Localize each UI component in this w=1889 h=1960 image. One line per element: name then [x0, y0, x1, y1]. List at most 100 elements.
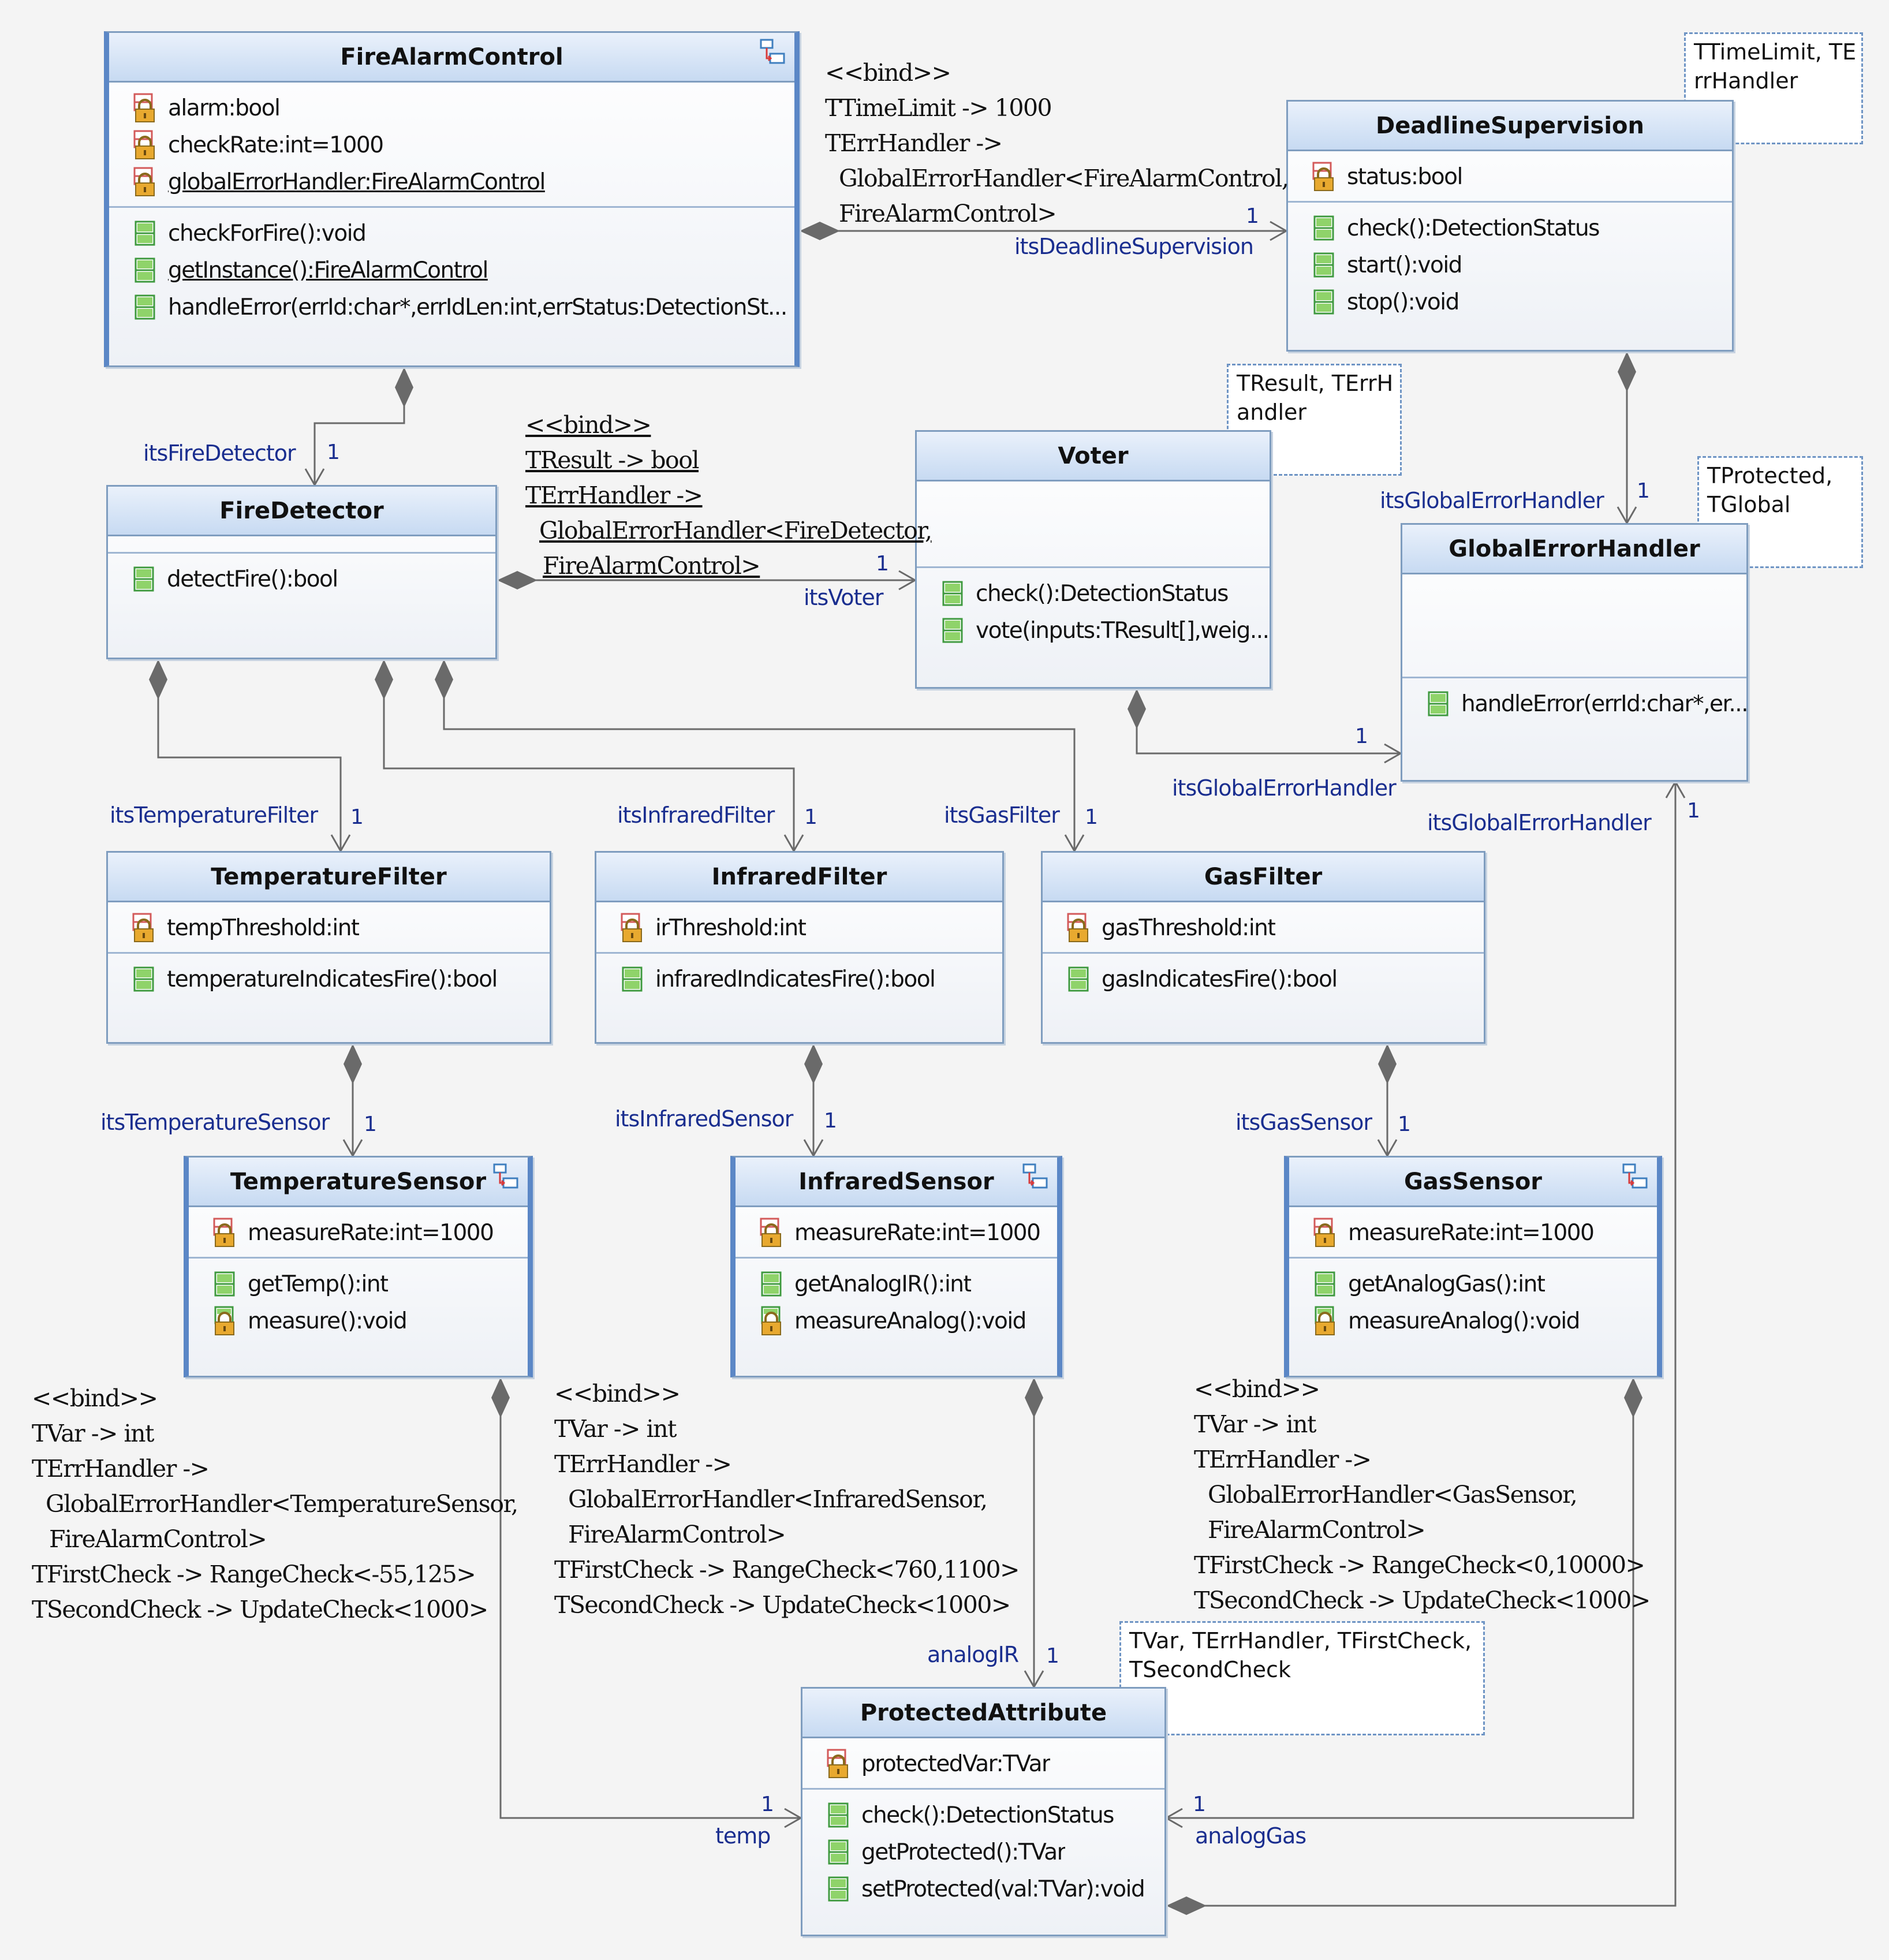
- operation-check-for-fire[interactable]: checkForFire():void: [109, 215, 794, 252]
- operation-get-protected[interactable]: getProtected():TVar: [802, 1834, 1164, 1871]
- operation-temperature-indicates-fire[interactable]: temperatureIndicatesFire():bool: [108, 961, 550, 998]
- attribute-check-rate[interactable]: checkRate:int=1000: [109, 126, 794, 163]
- operation-detect-fire[interactable]: detectFire():bool: [108, 561, 495, 598]
- multiplicity-label: 1: [327, 440, 340, 464]
- operation-measure-analog[interactable]: measureAnalog():void: [736, 1302, 1057, 1339]
- edge-is-pa: [1024, 1377, 1044, 1689]
- class-voter[interactable]: Voter check():DetectionStatus vote(input…: [915, 430, 1271, 689]
- attribute-measure-rate[interactable]: measureRate:int=1000: [736, 1214, 1057, 1251]
- role-label-its-fire-detector: itsFireDetector: [143, 440, 296, 466]
- active-class-icon: [493, 1163, 518, 1189]
- multiplicity-label: 1: [824, 1109, 837, 1133]
- operation-get-analog-gas[interactable]: getAnalogGas():int: [1289, 1265, 1657, 1302]
- navigability-arrow: [1384, 743, 1403, 764]
- edge-tf-ts: [342, 1044, 363, 1158]
- role-label-its-infrared-sensor: itsInfraredSensor: [615, 1106, 793, 1132]
- class-protected-attribute[interactable]: ProtectedAttribute protectedVar:TVar che…: [801, 1687, 1166, 1936]
- attribute-measure-rate[interactable]: measureRate:int=1000: [1289, 1214, 1657, 1251]
- operation-handle-error[interactable]: handleError(errId:char*,er...: [1402, 685, 1746, 722]
- composition-diamond: [1618, 352, 1636, 392]
- operation-start[interactable]: start():void: [1288, 247, 1732, 283]
- multiplicity-label: 1: [1637, 479, 1650, 503]
- operation-stop[interactable]: stop():void: [1288, 283, 1732, 320]
- public-operation-icon: [942, 618, 963, 643]
- attribute-gas-threshold[interactable]: gasThreshold:int: [1043, 909, 1484, 946]
- private-attribute-lock-icon: [133, 130, 155, 159]
- class-header: DeadlineSupervision: [1288, 102, 1732, 151]
- attribute-compartment: [108, 536, 495, 554]
- attribute-ir-threshold[interactable]: irThreshold:int: [596, 909, 1002, 946]
- template-params-protected-attribute: TVar, TErrHandler, TFirstCheck,TSecondCh…: [1119, 1621, 1485, 1735]
- attribute-status[interactable]: status:bool: [1288, 158, 1732, 195]
- class-header: FireDetector: [108, 487, 495, 536]
- navigability-arrow: [783, 834, 804, 853]
- class-gas-filter[interactable]: GasFilter gasThreshold:int gasIndicatesF…: [1041, 851, 1485, 1044]
- operation-get-analog-ir[interactable]: getAnalogIR():int: [736, 1265, 1057, 1302]
- attribute-protected-var[interactable]: protectedVar:TVar: [802, 1745, 1164, 1782]
- operation-vote[interactable]: vote(inputs:TResult[],weig...: [917, 612, 1270, 649]
- multiplicity-label: 1: [1046, 1644, 1059, 1668]
- class-name: InfraredFilter: [711, 863, 887, 890]
- class-global-error-handler[interactable]: GlobalErrorHandler handleError(errId:cha…: [1401, 523, 1748, 782]
- operation-check[interactable]: check():DetectionStatus: [917, 575, 1270, 612]
- navigability-arrow: [1064, 834, 1085, 853]
- attribute-compartment: protectedVar:TVar: [802, 1738, 1164, 1790]
- multiplicity-label: 1: [1085, 805, 1098, 829]
- class-temperature-sensor[interactable]: TemperatureSensor measureRate:int=1000 g…: [184, 1156, 533, 1377]
- operation-compartment: gasIndicatesFire():bool: [1043, 954, 1484, 1003]
- operation-set-protected[interactable]: setProtected(val:TVar):void: [802, 1871, 1164, 1907]
- navigability-arrow: [1377, 1139, 1398, 1158]
- operation-infrared-indicates-fire[interactable]: infraredIndicatesFire():bool: [596, 961, 1002, 998]
- class-name: InfraredSensor: [798, 1168, 994, 1195]
- class-fire-detector[interactable]: FireDetector detectFire():bool: [106, 485, 497, 659]
- public-operation-icon: [1313, 215, 1334, 241]
- public-operation-icon: [828, 1802, 849, 1828]
- operation-compartment: check():DetectionStatus vote(inputs:TRes…: [917, 568, 1270, 655]
- attribute-global-error-handler[interactable]: globalErrorHandler:FireAlarmControl: [109, 163, 794, 200]
- operation-measure-analog[interactable]: measureAnalog():void: [1289, 1302, 1657, 1339]
- private-attribute-lock-icon: [132, 913, 154, 942]
- operation-check[interactable]: check():DetectionStatus: [802, 1797, 1164, 1834]
- public-operation-icon: [622, 966, 643, 992]
- attribute-alarm[interactable]: alarm:bool: [109, 89, 794, 126]
- public-operation-icon: [1313, 252, 1334, 278]
- operation-get-temp[interactable]: getTemp():int: [189, 1265, 528, 1302]
- class-infrared-filter[interactable]: InfraredFilter irThreshold:int infraredI…: [595, 851, 1004, 1044]
- operation-handle-error[interactable]: handleError(errId:char*,errIdLen:int,err…: [109, 289, 794, 326]
- class-gas-sensor[interactable]: GasSensor measureRate:int=1000 getAnalog…: [1284, 1156, 1662, 1377]
- class-header: GasSensor: [1289, 1158, 1657, 1207]
- operation-get-instance[interactable]: getInstance():FireAlarmControl: [109, 252, 794, 289]
- composition-diamond: [149, 659, 167, 700]
- operation-check[interactable]: check():DetectionStatus: [1288, 210, 1732, 247]
- role-label-its-voter: itsVoter: [804, 585, 883, 610]
- class-deadline-supervision[interactable]: DeadlineSupervision status:bool check():…: [1286, 100, 1734, 352]
- role-label-its-global-error-handler: itsGlobalErrorHandler: [1380, 488, 1604, 513]
- navigability-arrow: [342, 1139, 363, 1158]
- role-label-temp: temp: [715, 1823, 771, 1849]
- private-operation-lock-icon: [214, 1306, 234, 1335]
- class-header: GasFilter: [1043, 853, 1484, 902]
- operation-measure[interactable]: measure():void: [189, 1302, 528, 1339]
- operation-compartment: temperatureIndicatesFire():bool: [108, 954, 550, 1003]
- attribute-compartment: tempThreshold:int: [108, 902, 550, 954]
- private-static-attribute-lock-icon: [133, 167, 155, 196]
- active-class-icon: [1622, 1163, 1648, 1189]
- navigability-arrow: [784, 1808, 803, 1828]
- private-attribute-lock-icon: [1067, 913, 1088, 942]
- multiplicity-label: 1: [1246, 204, 1259, 228]
- attribute-compartment: gasThreshold:int: [1043, 902, 1484, 954]
- attribute-compartment: [917, 481, 1270, 568]
- navigability-arrow: [1617, 506, 1637, 525]
- role-label-analog-gas: analogGas: [1195, 1823, 1306, 1849]
- class-infrared-sensor[interactable]: InfraredSensor measureRate:int=1000 getA…: [730, 1156, 1062, 1377]
- operation-compartment: check():DetectionStatus getProtected():T…: [802, 1790, 1164, 1913]
- attribute-measure-rate[interactable]: measureRate:int=1000: [189, 1214, 528, 1251]
- operation-gas-indicates-fire[interactable]: gasIndicatesFire():bool: [1043, 961, 1484, 998]
- public-static-operation-icon: [135, 257, 155, 283]
- attribute-temp-threshold[interactable]: tempThreshold:int: [108, 909, 550, 946]
- class-temperature-filter[interactable]: TemperatureFilter tempThreshold:int temp…: [106, 851, 551, 1044]
- public-operation-icon: [1428, 691, 1449, 716]
- class-fire-alarm-control[interactable]: FireAlarmControl alarm:bool checkRate:in…: [104, 31, 800, 367]
